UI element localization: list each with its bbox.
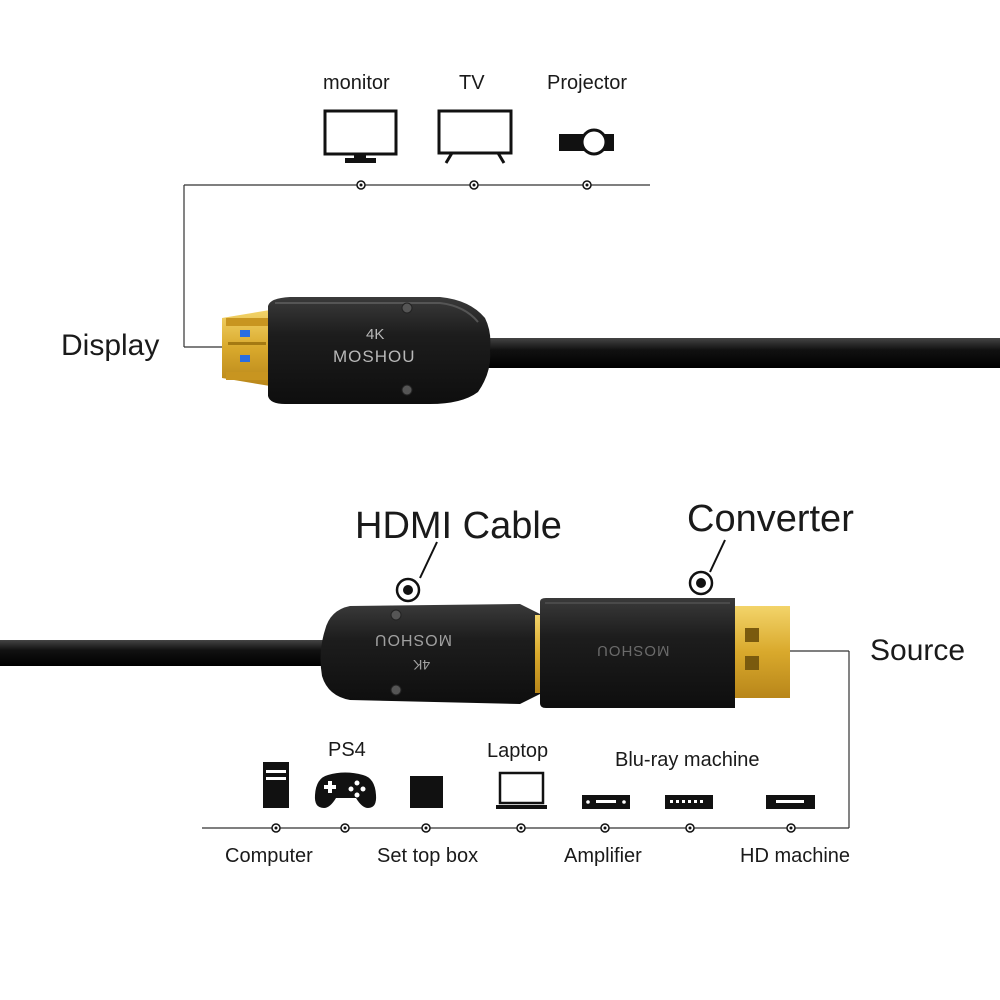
display-label: Display	[61, 329, 160, 362]
device-label-blu-ray: Blu-ray machine	[615, 749, 760, 771]
hdmi-plug-gold	[222, 310, 270, 386]
hd-player-icon	[766, 795, 815, 809]
hdmi-cable-top	[222, 297, 1000, 404]
device-label-laptop: Laptop	[487, 740, 549, 762]
blu-ray-player-icon	[665, 795, 713, 809]
cable-brand-print: MOSHOU	[333, 347, 416, 366]
converter-label: Converter	[687, 498, 854, 540]
device-label-set-top-box: Set top box	[377, 845, 479, 867]
projector-icon	[559, 128, 614, 156]
converter-pointer	[688, 539, 726, 596]
cable-brand-print-inverted: MOSHOU	[374, 631, 452, 648]
device-label-tv: TV	[459, 72, 485, 94]
converter-brand-print: MOSHOU	[596, 642, 670, 659]
amplifier-icon	[582, 795, 630, 809]
displayport-converter	[540, 598, 790, 708]
device-label-projector: Projector	[547, 72, 628, 94]
computer-tower-icon	[263, 762, 289, 808]
hdmi-cable-label: HDMI Cable	[355, 505, 562, 547]
device-label-monitor: monitor	[323, 72, 390, 94]
hdmi-cable-bottom	[0, 604, 543, 704]
cable-resolution-print-inverted: 4K	[413, 657, 431, 673]
set-top-box-icon	[410, 776, 443, 808]
display-bus-line	[183, 180, 650, 348]
device-label-hd-machine: HD machine	[740, 845, 851, 867]
source-bus-line	[202, 650, 850, 833]
device-label-computer: Computer	[225, 845, 313, 867]
device-label-ps4: PS4	[328, 739, 366, 761]
monitor-icon	[323, 109, 398, 163]
device-label-amplifier: Amplifier	[564, 845, 642, 867]
source-label: Source	[870, 634, 966, 667]
hdmi-cable-pointer	[395, 541, 438, 603]
tv-icon	[437, 109, 513, 164]
cable-resolution-print: 4K	[366, 326, 385, 343]
laptop-icon	[496, 771, 547, 809]
gamepad-icon	[314, 772, 377, 808]
